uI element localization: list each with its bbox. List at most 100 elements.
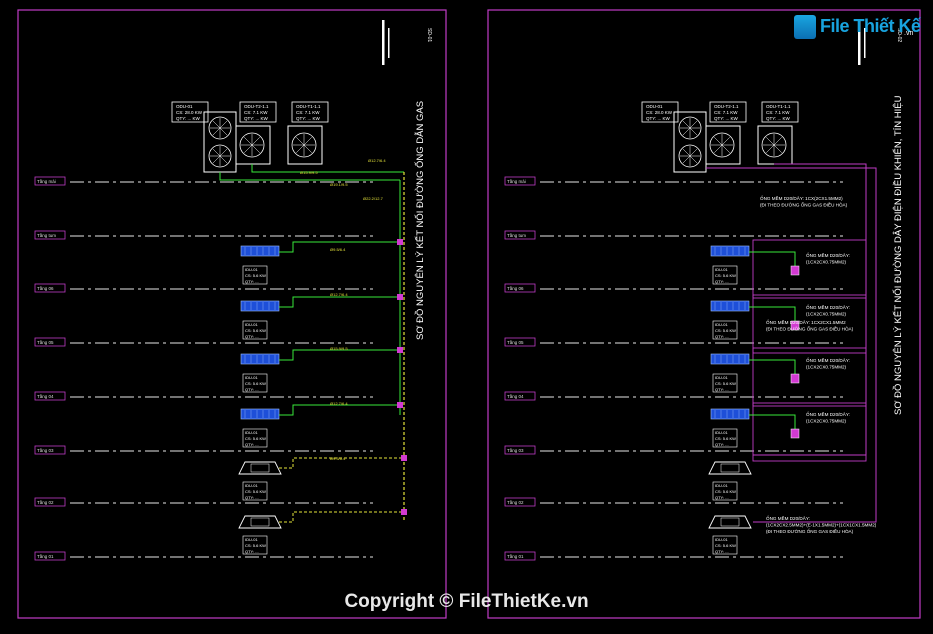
title-block-bar	[388, 28, 390, 58]
idu-tag-id: IDU-01	[245, 267, 258, 272]
idu-tag-capacity: CS: 5.6 KW	[715, 436, 736, 441]
logo-text: File Thiết Kế	[820, 16, 921, 36]
odu-tag-capacity: CS: 7.1 KW	[296, 110, 320, 115]
odu-fan	[678, 144, 702, 168]
pipe-size-label: Ø15.9/9.5	[300, 170, 318, 175]
odu-fan	[208, 116, 232, 140]
cassette-grille	[250, 517, 270, 527]
idu-tag-id: IDU-01	[245, 537, 258, 542]
floor-label-box	[504, 230, 536, 240]
odu-tag-qty: QTY: ... KW	[296, 116, 321, 121]
pipe-size-label: Ø12.7/6.4	[330, 292, 348, 297]
idu-tag-box	[712, 428, 738, 448]
idu-tag-id: IDU-01	[715, 430, 728, 435]
idu-tag-id: IDU-01	[245, 322, 258, 327]
odu-tag-id: ODU-T2-1.1	[244, 104, 269, 109]
odu-fan-blade	[682, 120, 698, 136]
wiring-note: (1CX2CX2.5MM2)+(E-1X1.5MM2)+(1CX1CX1.5MM…	[766, 523, 877, 528]
odu-tag-qty: QTY: ... KW	[766, 116, 791, 121]
floor-label: Tầng mái	[37, 179, 56, 184]
odu-tag-box	[761, 101, 799, 123]
copyright-text: Copyright © FileThietKe.vn	[344, 591, 589, 612]
wall-controller-icon	[790, 265, 800, 276]
idu-tag-qty: QTY: ...	[715, 442, 729, 447]
floor-label: Tầng 04	[37, 394, 54, 399]
pipe-size-label: Ø9.5/6.4	[330, 456, 346, 461]
idu-tag-box	[242, 535, 268, 555]
idu-tag-id: IDU-01	[715, 267, 728, 272]
wiring-note: ỐNG MỀM D20/DÂY: 1CX2CX1.5MM2	[766, 319, 846, 325]
refnet-joint	[401, 509, 407, 515]
floor-label: Tầng 02	[37, 500, 54, 505]
odu-tag-qty: QTY: ... KW	[244, 116, 269, 121]
idu-tag-qty: QTY: ...	[715, 279, 729, 284]
wall-controller-icon	[790, 373, 800, 384]
wiring-note: (ĐI THEO ĐƯỜNG ỐNG GAS ĐIỀU HÒA)	[760, 202, 848, 208]
control-wire-loop	[752, 294, 867, 354]
pipe-size-label: Ø12.7/6.4	[368, 158, 386, 163]
pipe-size-label: Ø15.9/9.5	[330, 346, 348, 351]
floor-label-box	[504, 445, 536, 455]
idu-tag-box	[242, 265, 268, 285]
floor-label-box	[34, 497, 66, 507]
gas-branch-pipe	[279, 511, 404, 523]
wiring-note: ỐNG MỀM D20/DÂY:	[806, 252, 850, 258]
sheet-border	[487, 9, 921, 619]
idu-tag-box	[712, 265, 738, 285]
idu-tag-capacity: CS: 5.6 KW	[715, 543, 736, 548]
control-wire-loop	[752, 402, 867, 462]
gas-branch-pipe	[279, 404, 400, 416]
odu-tag-capacity: CS: 7.1 KW	[244, 110, 268, 115]
odu-fan-blade	[212, 120, 228, 136]
odu-fan-blade	[714, 137, 730, 153]
floor-label-box	[504, 176, 536, 186]
idu-tag-qty: QTY: ...	[245, 387, 259, 392]
refnet-joint	[397, 402, 403, 408]
filethietke-logo[interactable]: File Thiết Kế .vn	[794, 12, 924, 42]
sheet-border	[17, 9, 447, 619]
odu-tag-qty: QTY: ... KW	[176, 116, 201, 121]
odu-small-unit	[235, 125, 271, 165]
indoor-cassette-unit	[708, 515, 752, 529]
refnet-joint	[397, 347, 403, 353]
wiring-note: (1CX2CX0.75MM2)	[806, 419, 847, 424]
odu-tag-id: ODU-01	[176, 104, 193, 109]
floor-label: Tầng 05	[37, 340, 54, 345]
idu-tag-box	[712, 373, 738, 393]
idu-tag-capacity: CS: 5.6 KW	[245, 543, 266, 548]
wiring-note: ỐNG MỀM D20/DÂY:	[806, 304, 850, 310]
odu-fan	[208, 144, 232, 168]
title-block-bar	[858, 20, 861, 65]
idu-tag-qty: QTY: ...	[245, 279, 259, 284]
floor-label: Tầng tum	[507, 233, 526, 238]
right-sheet: SD-02 SƠ ĐỒ NGUYÊN LÝ KẾT NỐI ĐƯỜNG DÂY Đ…	[487, 9, 921, 619]
controller-wire	[749, 306, 796, 321]
wiring-note: ỐNG MỀM D20/DÂY: 1CX(2CX1.5MM2)	[760, 195, 843, 201]
wiring-note: (ĐI THEO ĐƯỜNG ỐNG GAS ĐIỀU HÒA)	[766, 326, 854, 332]
odu-tag-capacity: CS: 7.1 KW	[766, 110, 790, 115]
floor-label: Tầng tum	[37, 233, 56, 238]
odu-tag-qty: QTY: ... KW	[646, 116, 671, 121]
signal-wire-main	[706, 167, 877, 523]
odu-fan	[291, 132, 317, 158]
idu-tag-id: IDU-01	[245, 430, 258, 435]
idu-tag-capacity: CS: 5.6 KW	[245, 328, 266, 333]
odu-tag-id: ODU-01	[646, 104, 663, 109]
diagram-title: SƠ ĐỒ NGUYÊN LÝ KẾT NỐI ĐƯỜNG DÂY ĐIỆN Đ…	[892, 95, 904, 415]
sheet-code: SD-01	[426, 28, 432, 42]
floor-label-box	[504, 283, 536, 293]
cassette-grille	[720, 463, 740, 473]
wiring-note: ỐNG MỀM D20/DÂY:	[806, 357, 850, 363]
odu-fan	[761, 132, 787, 158]
cassette-grille	[250, 463, 270, 473]
odu-tag-capacity: CS: 28.0 KW	[176, 110, 203, 115]
odu-tag-capacity: CS: 7.1 KW	[714, 110, 738, 115]
refnet-joint	[397, 294, 403, 300]
indoor-cassette-unit	[238, 461, 282, 475]
idu-tag-qty: QTY: ...	[245, 495, 259, 500]
odu-tag-id: ODU-T2-1.1	[714, 104, 739, 109]
sheet-code: SD-02	[896, 28, 902, 42]
gas-branch-pipe	[279, 349, 400, 361]
indoor-duct-unit	[710, 408, 750, 420]
